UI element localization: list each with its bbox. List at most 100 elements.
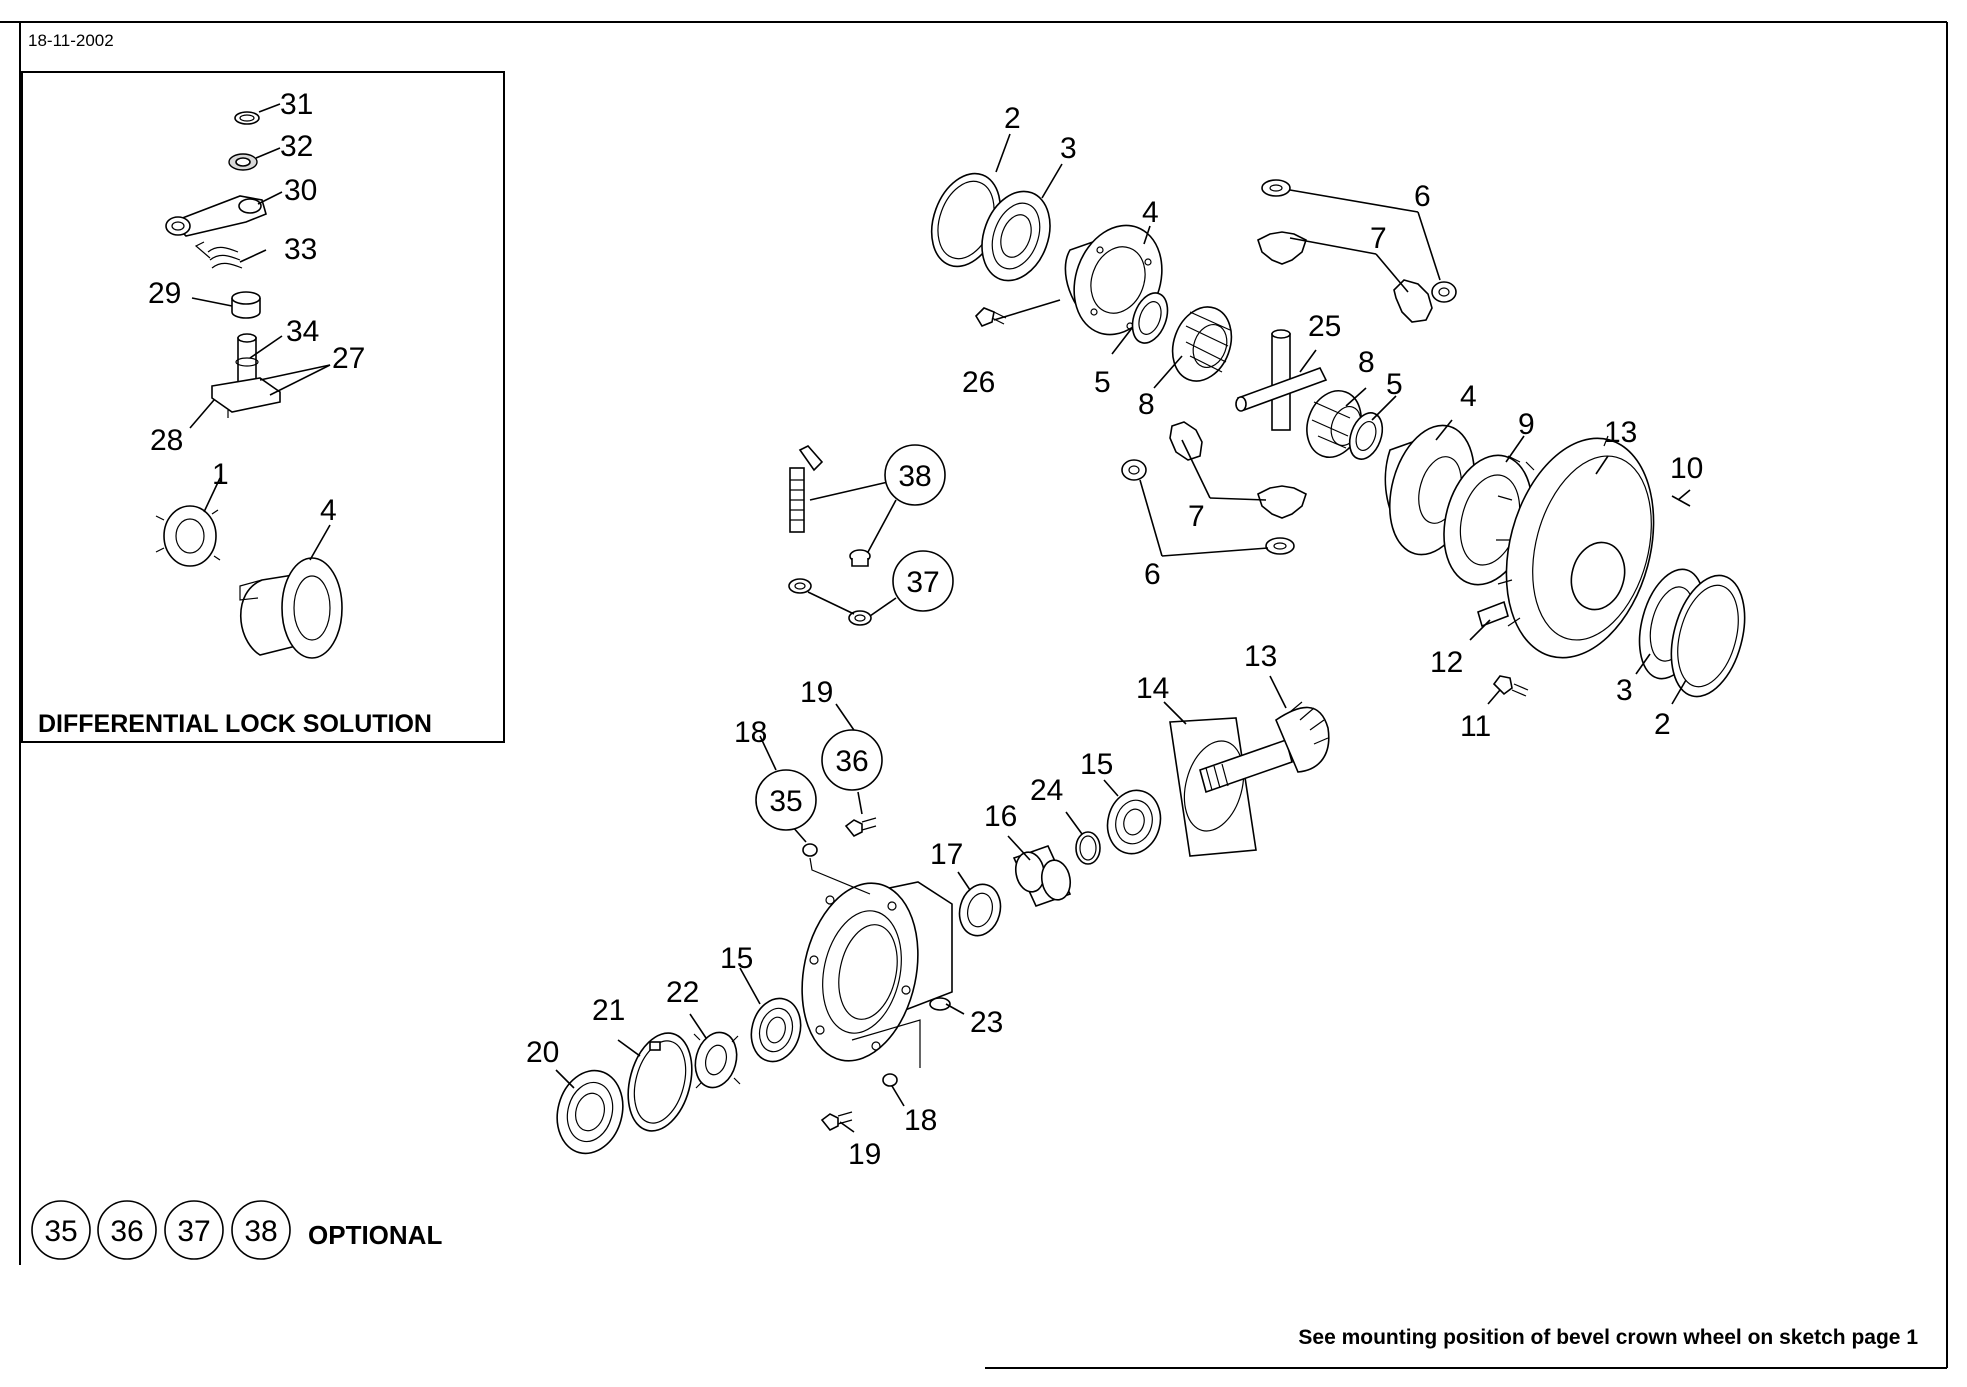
callout-29: 29 bbox=[148, 277, 181, 310]
callout-8-right: 8 bbox=[1358, 346, 1375, 379]
callout-19-top: 19 bbox=[800, 676, 833, 709]
callout-28: 28 bbox=[150, 424, 183, 457]
callout-11: 11 bbox=[1460, 710, 1491, 743]
part-oil-seal-20 bbox=[556, 1069, 624, 1155]
inset-leaders bbox=[189, 103, 331, 561]
callout-18-bottom: 18 bbox=[904, 1104, 937, 1137]
part-lock-tab bbox=[1477, 600, 1509, 628]
callout-8-left: 8 bbox=[1138, 388, 1155, 421]
pinion-leaders bbox=[555, 675, 1287, 1133]
callout-5-left: 5 bbox=[1094, 366, 1111, 399]
part-pin-10 bbox=[1671, 495, 1691, 507]
part-crown-wheel bbox=[1496, 435, 1655, 659]
callout-24: 24 bbox=[1030, 774, 1063, 807]
callout-4-right: 4 bbox=[1460, 380, 1477, 413]
part-bearing-15-upper bbox=[1106, 789, 1162, 855]
callout-31: 31 bbox=[280, 88, 313, 121]
callout-25: 25 bbox=[1308, 310, 1341, 343]
part-nut-22 bbox=[693, 1031, 741, 1089]
callout-6-bottom: 6 bbox=[1144, 558, 1161, 591]
optional-legend: 35 36 37 38 OPTIONAL bbox=[31, 1200, 442, 1260]
legend-36: 36 bbox=[110, 1215, 143, 1248]
callout-26: 26 bbox=[962, 366, 995, 399]
callout-20: 20 bbox=[526, 1036, 559, 1069]
footer-note: See mounting position of bevel crown whe… bbox=[1298, 1326, 1918, 1349]
part-pinion-washers bbox=[1121, 179, 1457, 555]
inset-title: DIFFERENTIAL LOCK SOLUTION bbox=[38, 710, 432, 738]
callout-37: 37 bbox=[906, 566, 939, 599]
callout-6-top: 6 bbox=[1414, 180, 1431, 213]
differential-group: 2 3 4 6 7 25 26 5 8 8 5 4 9 13 10 7 6 12… bbox=[930, 102, 1746, 743]
optional-parts-group: 38 37 bbox=[788, 444, 954, 626]
legend-38: 38 bbox=[244, 1215, 277, 1248]
part-bevel-pinion bbox=[1199, 701, 1330, 794]
part-shim-right bbox=[1670, 574, 1746, 698]
callout-19-bottom: 19 bbox=[848, 1138, 881, 1171]
callout-32: 32 bbox=[280, 130, 313, 163]
part-spacer-16 bbox=[1012, 845, 1072, 907]
callout-21: 21 bbox=[592, 994, 625, 1027]
callout-23: 23 bbox=[970, 1006, 1003, 1039]
part-breather-38 bbox=[789, 445, 824, 533]
callout-2-right: 2 bbox=[1654, 708, 1671, 741]
part-sliding-collar bbox=[155, 505, 221, 567]
callout-15-lower: 15 bbox=[720, 942, 753, 975]
pinion-housing-group: 19 18 36 35 13 14 24 15 16 17 15 22 21 2… bbox=[526, 640, 1330, 1171]
callout-36: 36 bbox=[835, 745, 868, 778]
callout-18-top: 18 bbox=[734, 716, 767, 749]
optional-label: OPTIONAL bbox=[308, 1220, 442, 1250]
part-circlip bbox=[234, 111, 260, 125]
callout-14: 14 bbox=[1136, 672, 1169, 705]
part-lever bbox=[165, 195, 267, 237]
callout-3-top: 3 bbox=[1060, 132, 1077, 165]
part-diff-case-lock bbox=[239, 557, 343, 659]
callout-1: 1 bbox=[212, 458, 229, 491]
callout-2-top: 2 bbox=[1004, 102, 1021, 135]
callout-12: 12 bbox=[1430, 646, 1463, 679]
part-bearing-cup-17 bbox=[958, 883, 1002, 937]
callout-30: 30 bbox=[284, 174, 317, 207]
callout-22: 22 bbox=[666, 976, 699, 1009]
part-bolt-11 bbox=[1492, 675, 1529, 697]
part-thrust-washer-right bbox=[1348, 412, 1384, 460]
part-differential-pinions bbox=[1169, 231, 1433, 519]
callout-7-top: 7 bbox=[1370, 222, 1387, 255]
legend-37: 37 bbox=[177, 1215, 210, 1248]
callout-34: 34 bbox=[286, 315, 319, 348]
part-shaft bbox=[211, 333, 281, 418]
legend-35: 35 bbox=[44, 1215, 77, 1248]
differential-leaders bbox=[993, 133, 1691, 705]
callout-38: 38 bbox=[898, 460, 931, 493]
callout-10: 10 bbox=[1670, 452, 1703, 485]
part-snap-ring-24 bbox=[1075, 831, 1101, 865]
part-side-gear-left bbox=[1171, 306, 1233, 382]
callout-13-crown: 13 bbox=[1604, 416, 1637, 449]
callout-33: 33 bbox=[284, 233, 317, 266]
callout-27: 27 bbox=[332, 342, 365, 375]
assembly-axis-lines bbox=[809, 857, 921, 1068]
part-bearing-15-lower bbox=[750, 997, 802, 1063]
part-thrust-washer-left bbox=[1131, 292, 1169, 344]
callout-5-right: 5 bbox=[1386, 368, 1403, 401]
callout-7-bottom: 7 bbox=[1188, 500, 1205, 533]
part-washer bbox=[228, 153, 258, 171]
part-plug bbox=[849, 549, 871, 567]
callout-4-top: 4 bbox=[1142, 196, 1159, 229]
part-circlip-21 bbox=[627, 1032, 693, 1132]
inset-differential-lock: DIFFERENTIAL LOCK SOLUTION bbox=[21, 71, 505, 743]
callout-9: 9 bbox=[1518, 408, 1535, 441]
part-pinion-housing bbox=[801, 881, 953, 1062]
callout-4-inset: 4 bbox=[320, 494, 337, 527]
callout-13-pinion: 13 bbox=[1244, 640, 1277, 673]
part-seal-washers-37 bbox=[788, 578, 872, 626]
part-spring bbox=[194, 241, 243, 269]
callout-16: 16 bbox=[984, 800, 1017, 833]
callout-15-upper: 15 bbox=[1080, 748, 1113, 781]
callout-3-right: 3 bbox=[1616, 674, 1633, 707]
part-spider-cross bbox=[1235, 329, 1328, 431]
drawing-frame bbox=[0, 21, 1948, 1369]
part-bearing-left bbox=[981, 190, 1051, 282]
part-bush bbox=[231, 291, 261, 319]
part-fasteners-18-19 bbox=[802, 817, 898, 1132]
